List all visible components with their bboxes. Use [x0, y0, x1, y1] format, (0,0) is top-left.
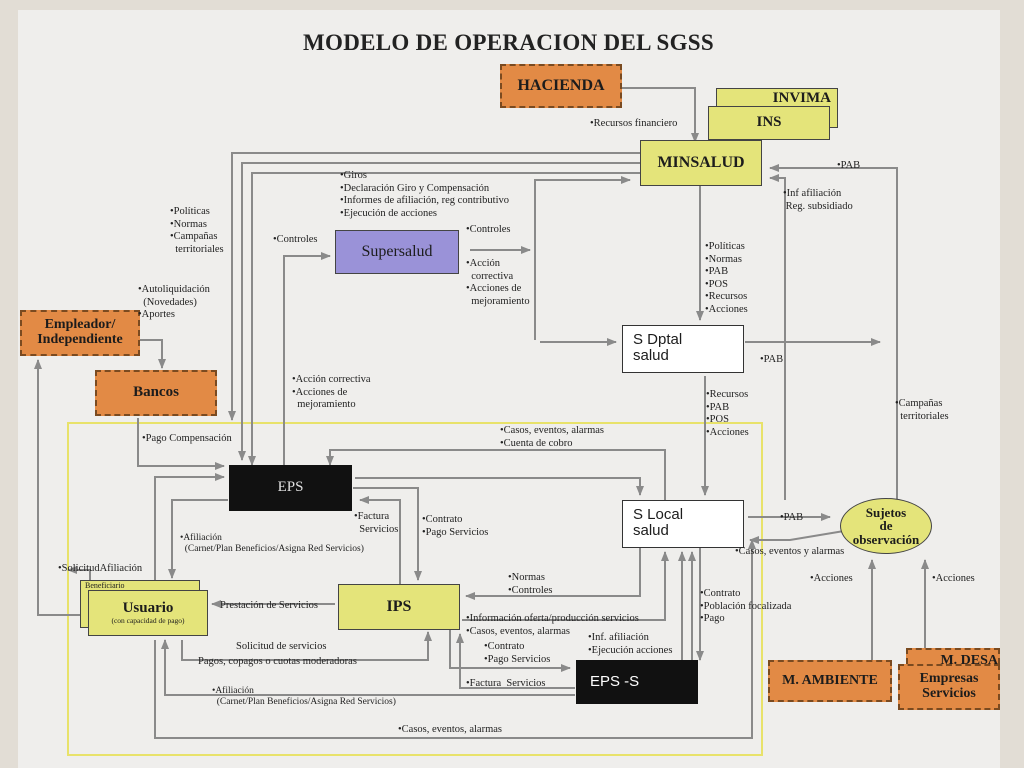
node-ins-label: INS [756, 114, 782, 131]
label-acciones-1: •Acciones [810, 573, 853, 584]
arrow-usuario-slocal-bottom [154, 539, 756, 739]
arrow-eps-usuario [168, 499, 228, 579]
label-pab-sdptal: •PAB [760, 354, 784, 365]
label-casos-bottom: •Casos, eventos, alarmas [398, 724, 502, 735]
diagram-title: MODELO DE OPERACION DEL SGSS [303, 30, 714, 55]
label-pab-top: •PAB [837, 160, 861, 171]
node-slocal-label: S Local salud [633, 506, 684, 539]
node-usuario-sublabel: (con capacidad de pago) [111, 615, 185, 625]
arrow-ips-eps [359, 496, 401, 585]
arrow-inf-afil-minsalud [769, 174, 786, 500]
label-pab-slocal: •PAB [780, 512, 804, 523]
node-m-desa-label: M. DESA [940, 652, 998, 668]
node-minsalud-label: MINSALUD [657, 153, 745, 171]
arrow-sujetos-slocal [749, 529, 851, 544]
node-usuario-label: Usuario [122, 600, 174, 617]
node-m-ambiente-label: M. AMBIENTE [782, 672, 878, 688]
label-inf-afiliacion-2: •Inf. afiliación •Ejecución acciones [588, 632, 673, 656]
arrow-ips-epss [449, 630, 571, 672]
node-empleador-label: Empleador/ Independiente [37, 317, 123, 347]
operational-frame [67, 422, 763, 756]
label-contrato: •Contrato •Pago Servicios [422, 514, 489, 538]
label-solicitud-servicios: Solicitud de servicios [236, 641, 327, 652]
node-empleador: Empleador/ Independiente [20, 310, 140, 356]
arrow-hacienda-minsalud [622, 87, 699, 143]
label-casos-top: •Casos, eventos, alarmas •Cuenta de cobr… [500, 425, 604, 449]
label-recursos-mid: •Recursos •PAB •POS •Acciones [706, 389, 749, 438]
arrow-eps-slocal [355, 477, 644, 496]
label-info-oferta: •Información oferta/producción servicios… [466, 613, 639, 637]
node-slocal: S Local salud [622, 500, 744, 548]
node-usuario: Usuario (con capacidad de pago) [88, 590, 208, 636]
label-controles-right: •Controles [466, 224, 511, 235]
label-politicas-mid: •Políticas •Normas •PAB •POS •Recursos •… [705, 241, 748, 315]
label-contrato-2: •Contrato •Pago Servicios [484, 641, 551, 665]
label-inf-afiliacion: •Inf afiliación Reg. subsidiado [783, 188, 853, 212]
label-casos-slocal: •Casos, eventos y alarmas [735, 546, 845, 557]
label-solicitud-afiliacion: •SolicitudAfiliación [58, 563, 143, 574]
arrow-pab-minsalud [769, 164, 898, 505]
node-bancos: Bancos [95, 370, 217, 416]
node-sujetos-label: Sujetos de observación [852, 504, 920, 547]
label-politicas-left: •Políticas •Normas •Campañas territorial… [170, 206, 224, 255]
arrow-solicitud-afiliacion [67, 566, 91, 580]
label-factura-2: •Factura Servicios [466, 678, 546, 689]
label-contrato-poblacion: •Contrato •Población focalizada •Pago [700, 588, 792, 625]
node-sujetos: Sujetos de observación [840, 498, 932, 554]
label-acciones-2: •Acciones [932, 573, 975, 584]
node-eps-s-label: EPS -S [590, 673, 640, 691]
node-supersalud: Supersalud [335, 230, 459, 274]
label-accion-correctiva-2: •Acción correctiva •Acciones de mejorami… [292, 374, 371, 411]
arrow-minsalud-eps-2 [238, 162, 640, 461]
label-normas-controles: •Normas •Controles [508, 572, 553, 596]
node-eps-s: EPS -S [576, 660, 698, 704]
label-prestacion: Prestación de Servicios [220, 600, 318, 611]
arrow-controles-supersalud [283, 252, 331, 465]
arrow-usuario-eps [154, 473, 225, 585]
arrow-bancos-eps [137, 418, 225, 470]
node-ips-label: IPS [386, 597, 412, 615]
arrow-epss-usuario [161, 639, 575, 696]
arrow-slocal-ips [465, 545, 641, 600]
node-eps: EPS [229, 465, 352, 511]
arrow-minsalud-eps-3 [248, 172, 640, 466]
node-bancos-label: Bancos [133, 384, 179, 401]
arrow-eps-ips [353, 487, 422, 581]
label-factura: •Factura Servicios [354, 511, 399, 535]
arrow-giros-minsalud [534, 176, 631, 340]
label-afiliacion: •Afiliación (Carnet/Plan Beneficios/Asig… [180, 533, 364, 555]
node-empresas: Empresas Servicios [898, 664, 1000, 710]
node-supersalud-label: Supersalud [361, 242, 433, 260]
node-hacienda-label: HACIENDA [517, 76, 605, 94]
node-minsalud: MINSALUD [640, 140, 762, 186]
node-usuario-tab-label: Beneficiario [85, 581, 125, 590]
node-eps-label: EPS [277, 479, 304, 496]
arrow-slocal-eps [326, 449, 666, 500]
label-campanas-right: •Campañas territoriales [895, 398, 949, 422]
node-m-ambiente: M. AMBIENTE [768, 660, 892, 702]
node-sdptal: S Dptal salud [622, 325, 744, 373]
label-accion-correctiva: •Acción correctiva •Acciones de mejorami… [466, 258, 530, 307]
node-empresas-label: Empresas Servicios [919, 671, 979, 701]
arrow-empleador-bancos [140, 339, 166, 369]
label-controles-left: •Controles [273, 234, 318, 245]
arrow-usuario-empleador [34, 359, 80, 616]
label-afiliacion-2: •Afiliación (Carnet/Plan Beneficios/Asig… [212, 686, 396, 708]
arrow-minsalud-eps-1 [228, 152, 640, 421]
label-pagos: Pagos, copagos o cuotas moderadoras [198, 656, 357, 667]
node-invima-label: INVIMA [772, 90, 831, 106]
arrow-epss-ips [456, 633, 575, 689]
label-pago-compensacion: •Pago Compensación [142, 433, 232, 444]
label-recursos-financiero: •Recursos financiero [590, 118, 678, 129]
node-sdptal-label: S Dptal salud [633, 331, 683, 364]
label-giros: •Giros •Declaración Giro y Compensación … [340, 170, 509, 219]
label-autoliquidacion: •Autoliquidación (Novedades) •Aportes [138, 284, 210, 321]
arrow-usuario-ips-solicitud [181, 631, 432, 661]
node-ins: INS [708, 106, 830, 140]
arrow-ips-slocal [462, 551, 669, 621]
node-ips: IPS [338, 584, 460, 630]
node-hacienda: HACIENDA [500, 64, 622, 108]
